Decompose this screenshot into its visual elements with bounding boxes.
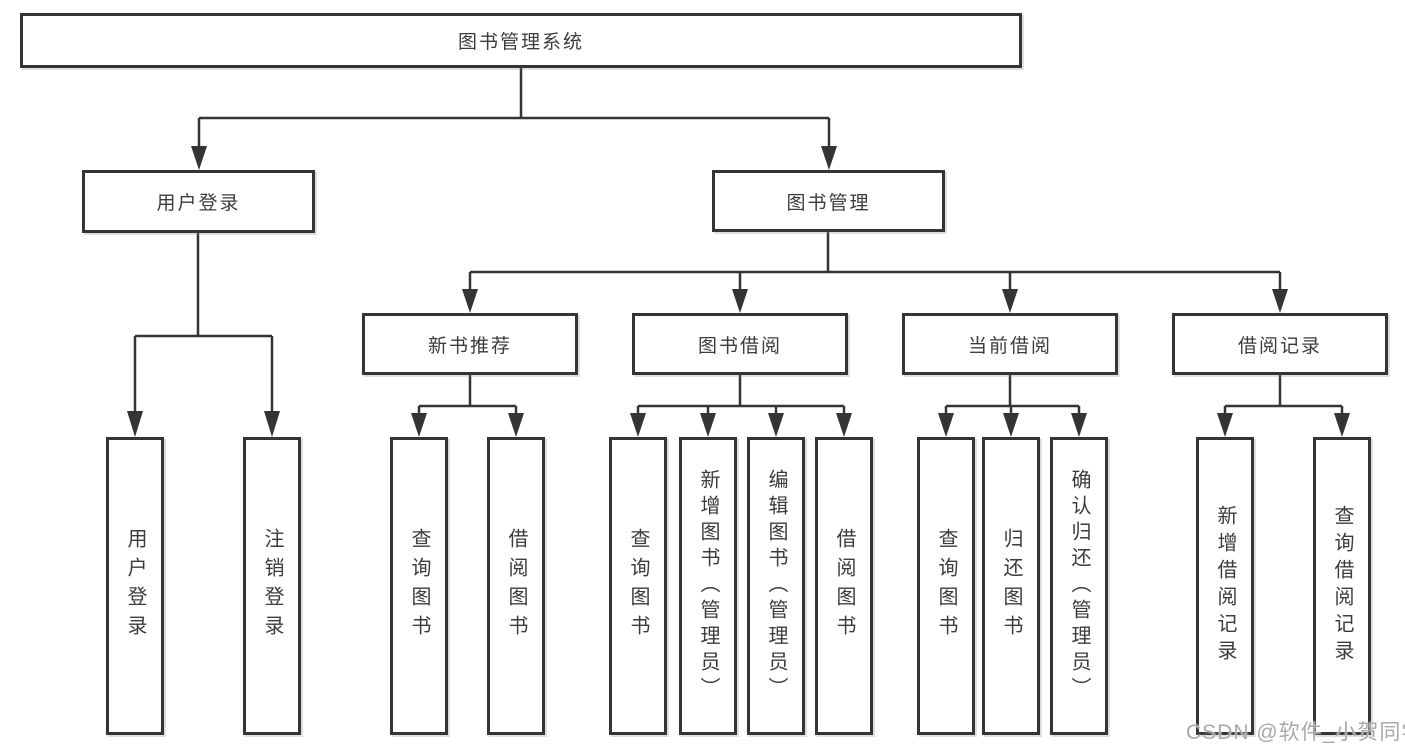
leaf-query-books-borrowing: 查询图书 — [609, 437, 667, 735]
arrowheads-level3 — [462, 289, 1288, 313]
leaf-add-books-admin: 新增图书（管理员） — [679, 437, 737, 735]
leaf-confirm-return-admin: 确认归还（管理员） — [1050, 437, 1108, 735]
arrowheads-user-login-children — [127, 411, 280, 437]
leaf-borrow-books-recommend: 借阅图书 — [487, 437, 545, 735]
arrowheads-borrow-records-children — [1217, 413, 1350, 437]
connector-current-borrow-children — [944, 375, 1081, 415]
leaf-edit-books-admin: 编辑图书（管理员） — [747, 437, 805, 735]
node-book-management: 图书管理 — [712, 170, 945, 232]
connector-root-to-level2 — [197, 68, 831, 148]
leaf-query-books-recommend: 查询图书 — [390, 437, 448, 735]
leaf-query-borrow-record: 查询借阅记录 — [1313, 437, 1371, 735]
arrowheads-current-borrow-children — [938, 413, 1087, 437]
node-root-library-system: 图书管理系统 — [20, 13, 1022, 68]
node-book-borrowing: 图书借阅 — [632, 313, 848, 375]
connector-book-borrow-children — [636, 375, 846, 415]
leaf-user-login: 用户登录 — [106, 437, 164, 735]
connector-new-books-children — [417, 375, 518, 415]
arrowheads-book-borrow-children — [630, 413, 852, 437]
csdn-watermark: CSDN @软件_小贺同学 — [1186, 721, 1405, 744]
leaf-return-books: 归还图书 — [982, 437, 1040, 735]
connector-book-mgmt-to-level3 — [468, 232, 1282, 291]
connector-user-login-children — [133, 233, 274, 413]
node-new-book-recommend: 新书推荐 — [362, 313, 578, 375]
connector-borrow-records-children — [1223, 375, 1344, 415]
arrowheads-level2 — [191, 146, 837, 170]
leaf-borrow-books: 借阅图书 — [815, 437, 873, 735]
node-borrowing-records: 借阅记录 — [1172, 313, 1388, 375]
arrowheads-new-books-children — [411, 413, 524, 437]
node-user-login: 用户登录 — [82, 170, 315, 233]
leaf-add-borrow-record: 新增借阅记录 — [1196, 437, 1254, 735]
node-current-borrowing: 当前借阅 — [902, 313, 1118, 375]
leaf-query-books-current: 查询图书 — [917, 437, 975, 735]
leaf-logout: 注销登录 — [243, 437, 301, 735]
